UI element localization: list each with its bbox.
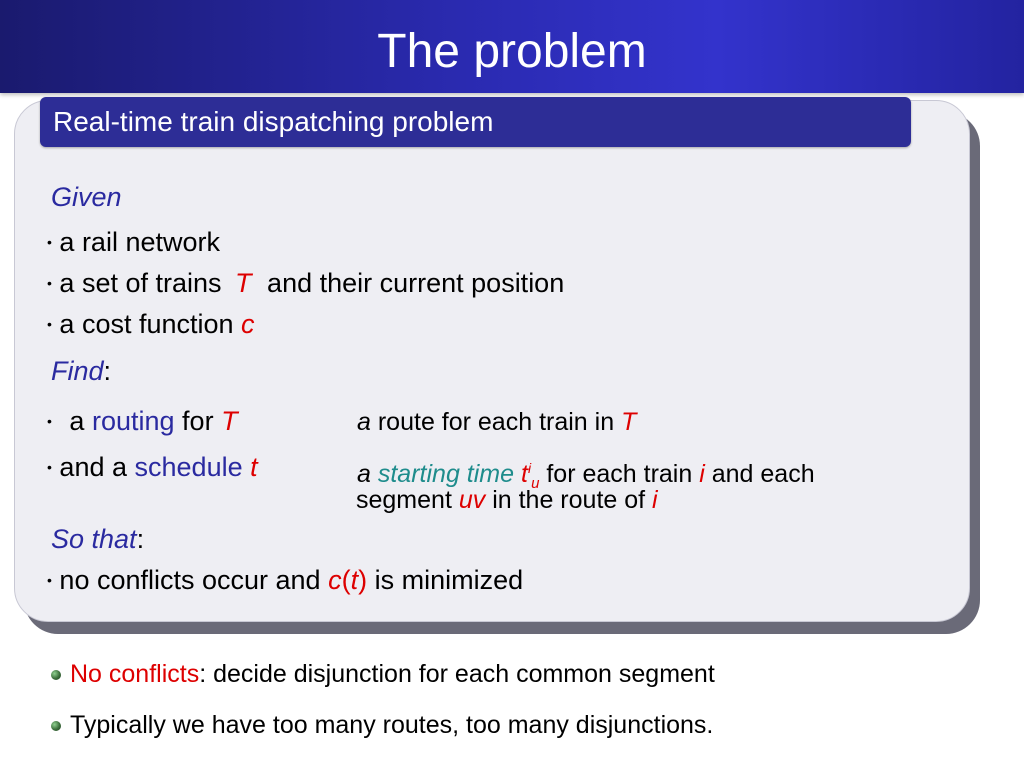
given-item-trains: • a set of trains T and their current po… <box>47 267 564 301</box>
so-that-heading-text: So that <box>51 524 137 554</box>
bottom-bullet-1: No conflicts: decide disjunction for eac… <box>70 658 715 690</box>
schedule-desc-3: segment <box>356 486 452 514</box>
so-that-tail: is minimized <box>374 565 524 595</box>
schedule-i2: i <box>652 486 658 514</box>
given-heading: Given <box>51 182 122 212</box>
title-bar: The problem <box>0 0 1024 93</box>
given-item-cost-text: a cost function <box>59 309 234 339</box>
starting-time: starting time <box>377 460 515 488</box>
bullet-dot: • <box>47 233 52 250</box>
bullet-dot: • <box>47 274 52 291</box>
bottom-bullet-2: Typically we have too many routes, too m… <box>70 709 713 741</box>
bottom-bullet-2-text: Typically we have too many routes, too m… <box>70 711 714 739</box>
cost-symbol: c <box>241 309 255 339</box>
bullet-ball-icon <box>51 721 61 731</box>
schedule-i1: i <box>699 460 705 488</box>
time-symbol-sup: i <box>527 460 532 476</box>
bullet-ball-icon <box>51 670 61 680</box>
bottom-bullet-1-text: : decide disjunction for each common seg… <box>199 660 715 688</box>
given-item-network-text: a rail network <box>59 227 220 257</box>
so-that-paren-close: ) <box>358 565 368 595</box>
so-that-text: no conflicts occur and <box>59 565 321 595</box>
schedule-uv: uv <box>458 486 486 514</box>
so-that-colon: : <box>136 524 145 554</box>
find-routing: • a routing for T <box>47 405 238 439</box>
time-symbol-sub: u <box>531 475 540 492</box>
so-that-paren-open: ( <box>341 565 351 595</box>
bullet-dot: • <box>47 315 52 332</box>
time-symbol-t: t <box>520 460 528 488</box>
schedule-description-line1: a starting time tiu for each train i and… <box>357 452 815 500</box>
schedule-word: schedule <box>134 452 243 482</box>
schedule-t: t <box>250 452 258 482</box>
find-schedule: • and a schedule t <box>47 451 258 485</box>
so-that-item: • no conflicts occur and c(t) is minimiz… <box>47 564 523 598</box>
routing-T: T <box>221 406 238 436</box>
schedule-and-a: and a <box>59 452 127 482</box>
routing-a: a <box>69 406 85 436</box>
find-colon: : <box>103 356 112 386</box>
bullet-dot: • <box>47 458 52 475</box>
routing-description: a route for each train in T <box>357 406 636 438</box>
trains-symbol: T <box>235 268 252 298</box>
routing-desc-a: a <box>357 408 371 436</box>
no-conflicts-highlight: No conflicts <box>70 660 200 688</box>
so-that-c: c <box>328 565 342 595</box>
routing-word: routing <box>91 406 175 436</box>
schedule-desc-1: for each train <box>546 460 693 488</box>
bullet-dot: • <box>47 571 52 588</box>
schedule-description-line2: segment uv in the route of i <box>356 484 658 516</box>
find-heading-text: Find <box>51 356 104 386</box>
so-that-t: t <box>350 565 359 595</box>
content-panel <box>14 100 970 622</box>
find-heading: Find: <box>51 355 111 387</box>
bullet-dot: • <box>47 412 52 429</box>
routing-desc-text: route for each train in <box>377 408 615 436</box>
schedule-desc-a: a <box>357 460 371 488</box>
time-symbol: tiu <box>520 460 539 492</box>
routing-for: for <box>182 406 214 436</box>
slide-title: The problem <box>377 25 647 78</box>
given-item-trains-tail: and their current position <box>267 268 565 298</box>
given-item-trains-text: a set of trains <box>59 268 222 298</box>
routing-desc-T: T <box>621 408 637 436</box>
given-item-network: • a rail network <box>47 226 220 260</box>
given-item-cost: • a cost function c <box>47 308 255 342</box>
panel-header: Real-time train dispatching problem <box>40 97 911 147</box>
schedule-desc-4: in the route of <box>492 486 646 514</box>
panel-header-text: Real-time train dispatching problem <box>53 106 494 137</box>
schedule-desc-2: and each <box>711 460 815 488</box>
so-that-heading: So that: <box>51 523 144 555</box>
